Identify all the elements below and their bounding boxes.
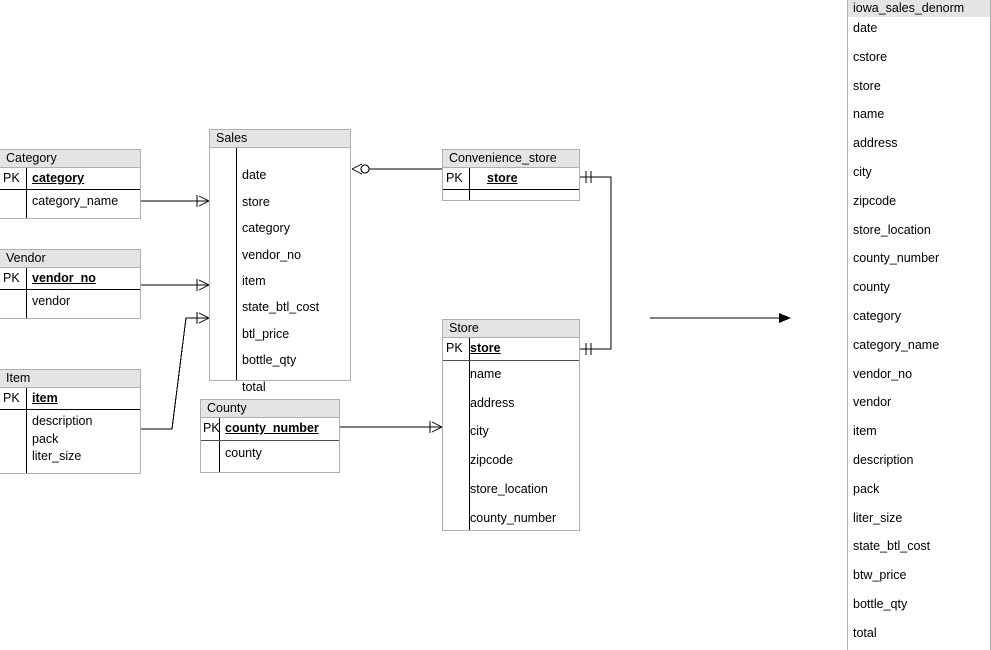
attr-vendor-no: vendor_no bbox=[242, 248, 302, 262]
pk-field-store: store bbox=[487, 171, 518, 185]
pk-field-vendor-no: vendor_no bbox=[32, 271, 96, 285]
attr-total: total bbox=[242, 380, 266, 394]
connector-county-store bbox=[340, 421, 443, 433]
pk-field-category: category bbox=[32, 171, 85, 185]
entity-sales-body: date store category vendor_no item state… bbox=[210, 148, 350, 394]
attr-store: store bbox=[242, 195, 270, 209]
denorm-column-category: category bbox=[853, 309, 901, 323]
denorm-column-category-name: category_name bbox=[853, 337, 940, 352]
entity-category-body: PK category category_name bbox=[0, 168, 140, 218]
entity-vendor-body: PK vendor_no vendor bbox=[0, 268, 140, 318]
pk-divider bbox=[219, 418, 220, 472]
connector-sales-convenience-store bbox=[351, 163, 442, 175]
attr-zipcode: zipcode bbox=[470, 453, 514, 467]
attr-bottle-qty: bottle_qty bbox=[242, 353, 297, 367]
attr-store-location: store_location bbox=[470, 482, 548, 496]
attr-category-name: category_name bbox=[32, 194, 119, 208]
attr-date: date bbox=[242, 168, 267, 182]
pk-underline bbox=[201, 440, 339, 441]
attr-city: city bbox=[470, 424, 489, 438]
attr-description: description bbox=[32, 414, 93, 428]
denorm-column-state-btl-cost: state_btl_cost bbox=[853, 539, 931, 554]
attr-name: name bbox=[470, 367, 502, 381]
attr-item: item bbox=[242, 274, 266, 288]
pk-divider bbox=[26, 268, 27, 318]
attr-btl-price: btl_price bbox=[242, 327, 290, 341]
entity-convenience-store-body: PK store bbox=[443, 168, 579, 200]
entity-vendor-title: Vendor bbox=[0, 250, 140, 268]
denorm-column-cstore: cstore bbox=[853, 49, 888, 64]
entity-category-title: Category bbox=[0, 150, 140, 168]
denorm-column-vendor: vendor bbox=[853, 395, 892, 410]
pk-badge: PK bbox=[3, 391, 20, 405]
entity-county-title: County bbox=[201, 400, 339, 418]
entity-store-title: Store bbox=[443, 320, 579, 338]
entity-sales[interactable]: Sales date store category vendor_no item… bbox=[209, 129, 351, 394]
attr-county-number: county_number bbox=[470, 511, 557, 525]
entity-category[interactable]: Category PK category category_name bbox=[0, 149, 141, 219]
entity-store-body: PK store name address city zipcode store… bbox=[443, 338, 579, 530]
denorm-column-zipcode: zipcode bbox=[853, 193, 897, 208]
denormalized-table-panel[interactable]: iowa_sales_denorm date cstore store name add… bbox=[847, 0, 991, 650]
pk-field-item: item bbox=[32, 391, 58, 405]
denorm-column-name: name bbox=[853, 107, 885, 122]
attr-category: category bbox=[242, 221, 290, 235]
denorm-column-description: description bbox=[853, 453, 914, 467]
pk-underline bbox=[0, 189, 140, 190]
connector-convenience-store-store bbox=[580, 171, 612, 355]
attr-liter-size: liter_size bbox=[32, 449, 82, 463]
denorm-column-total: total bbox=[853, 625, 877, 640]
denorm-column-pack: pack bbox=[853, 481, 880, 496]
attr-pack: pack bbox=[32, 432, 59, 446]
denormalization-arrow bbox=[650, 313, 791, 323]
entity-store[interactable]: Store PK store name address city zipcode… bbox=[442, 319, 580, 531]
pk-field-county-number: county_number bbox=[225, 421, 319, 435]
pk-underline bbox=[0, 409, 140, 410]
entity-county[interactable]: County PK county_number county bbox=[200, 399, 340, 473]
pk-badge: PK bbox=[3, 271, 20, 285]
attr-address: address bbox=[470, 396, 515, 410]
denorm-column-item: item bbox=[853, 424, 877, 439]
entity-item-body: PK item description pack liter_size bbox=[0, 388, 140, 473]
denorm-column-address: address bbox=[853, 136, 898, 151]
entity-county-body: PK county_number county bbox=[201, 418, 339, 472]
pk-underline bbox=[0, 289, 140, 290]
attr-state-btl-cost: state_btl_cost bbox=[242, 300, 320, 314]
pk-underline bbox=[443, 189, 579, 190]
denorm-column-county: county bbox=[853, 280, 890, 295]
pk-divider bbox=[469, 338, 470, 530]
entity-convenience-store[interactable]: Convenience_store PK store bbox=[442, 149, 580, 201]
connector-vendor-sales bbox=[141, 279, 210, 291]
pk-badge: PK bbox=[3, 171, 20, 185]
entity-item-title: Item bbox=[0, 370, 140, 388]
pk-divider bbox=[26, 388, 27, 473]
pk-field-store: store bbox=[470, 341, 501, 355]
entity-vendor[interactable]: Vendor PK vendor_no vendor bbox=[0, 249, 141, 319]
denorm-column-store-location: store_location bbox=[853, 222, 931, 237]
denorm-column-vendor-no: vendor_no bbox=[853, 366, 913, 381]
attr-county: county bbox=[225, 446, 262, 460]
denorm-column-btw-price: btw_price bbox=[853, 568, 907, 583]
connector-category-sales bbox=[141, 195, 210, 207]
attr-vendor: vendor bbox=[32, 294, 71, 308]
pk-badge: PK bbox=[446, 171, 463, 185]
denorm-column-store: store bbox=[853, 78, 881, 93]
pk-underline bbox=[443, 360, 579, 361]
pk-divider bbox=[236, 148, 237, 380]
denorm-column-bottle-qty: bottle_qty bbox=[853, 597, 908, 611]
pk-divider bbox=[26, 168, 27, 218]
pk-badge: PK bbox=[446, 341, 463, 355]
entity-item[interactable]: Item PK item description pack liter_size bbox=[0, 369, 141, 474]
denorm-column-county-number: county_number bbox=[853, 251, 940, 266]
pk-badge: PK bbox=[203, 421, 220, 435]
entity-convenience-store-title: Convenience_store bbox=[443, 150, 579, 168]
entity-sales-title: Sales bbox=[210, 130, 350, 148]
denorm-column-liter-size: liter_size bbox=[853, 510, 903, 525]
pk-divider bbox=[469, 168, 470, 200]
denorm-table-title: iowa_sales_denorm bbox=[848, 0, 990, 17]
denorm-column-city: city bbox=[853, 165, 872, 179]
connector-item-sales bbox=[141, 312, 210, 430]
denorm-column-date: date bbox=[853, 21, 878, 35]
